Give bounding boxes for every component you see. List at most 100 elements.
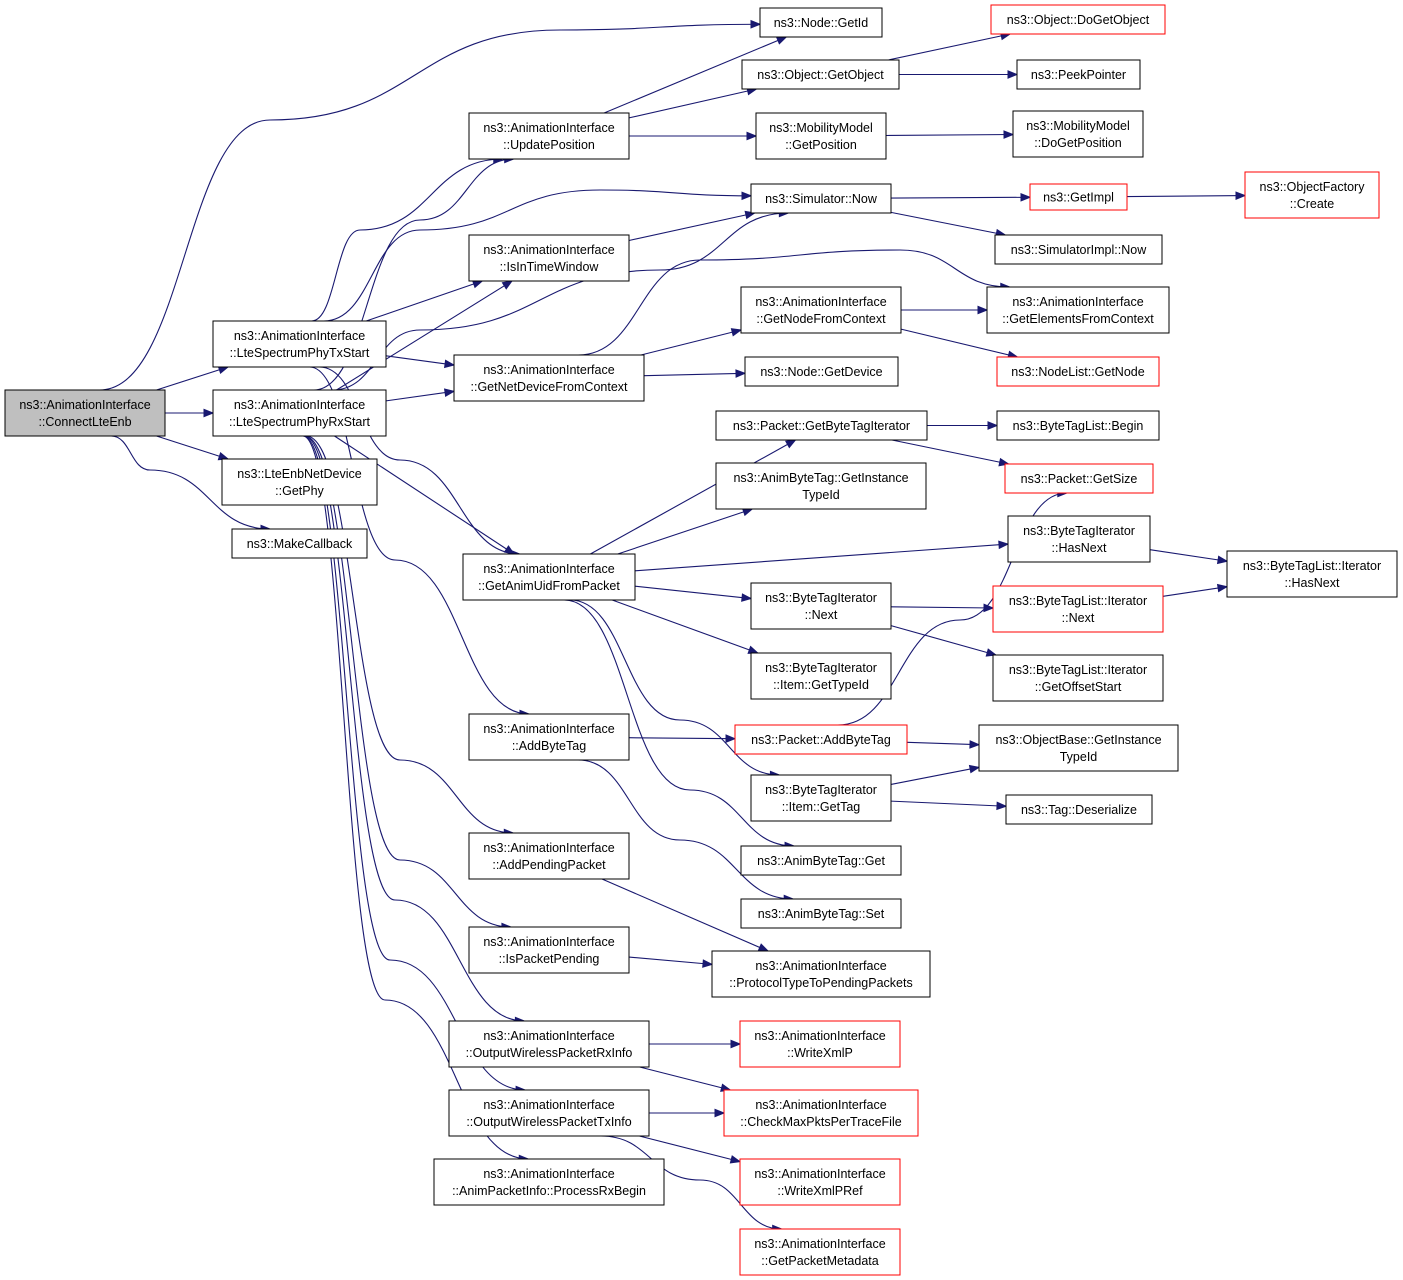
node-protocoltypetopending[interactable]: ns3::AnimationInterface::ProtocolTypeToP…: [711, 950, 931, 998]
node-box: [468, 926, 630, 974]
node-label: ::LteSpectrumPhyTxStart: [230, 346, 370, 360]
node-box: [715, 410, 928, 441]
node-tagdeserialize[interactable]: ns3::Tag::Deserialize: [1005, 794, 1153, 825]
node-nodegetdevice[interactable]: ns3::Node::GetDevice: [744, 356, 899, 387]
node-simulatornow[interactable]: ns3::Simulator::Now: [750, 183, 892, 214]
arrowhead: [977, 305, 989, 315]
node-addpendingpacket[interactable]: ns3::AnimationInterface::AddPendingPacke…: [468, 832, 630, 880]
node-box: [739, 1228, 901, 1276]
edge-getanimuidfrompacket-to-animbytetaggetinstancetypeid: [617, 508, 753, 555]
arrowhead: [747, 645, 760, 654]
node-layer: ns3::AnimationInterface::ConnectLteEnbns…: [4, 4, 1398, 1276]
node-label: ns3::AnimationInterface: [754, 1029, 885, 1043]
node-dogetobject[interactable]: ns3::Object::DoGetObject: [990, 4, 1166, 35]
arrowhead: [503, 545, 516, 555]
edge-itemgettag-to-objectbasegetinstancetypeid: [890, 766, 980, 785]
node-objectgetobject[interactable]: ns3::Object::GetObject: [741, 59, 900, 90]
node-getnodefromcontext[interactable]: ns3::AnimationInterface::GetNodeFromCont…: [740, 286, 902, 334]
node-label: ::GetNetDeviceFromContext: [471, 380, 629, 394]
node-mobilitydogetposition[interactable]: ns3::MobilityModel::DoGetPosition: [1012, 110, 1144, 158]
node-label: ::WriteXmlPRef: [777, 1184, 863, 1198]
node-mobilitygetposition[interactable]: ns3::MobilityModel::GetPosition: [755, 112, 887, 160]
node-getoffsetstart[interactable]: ns3::ByteTagList::Iterator::GetOffsetSta…: [992, 654, 1164, 702]
node-label: ::DoGetPosition: [1034, 136, 1122, 150]
node-label: ::Next: [1062, 611, 1095, 625]
arrowhead: [725, 734, 737, 743]
edge-connectlteenb-to-txstart: [156, 366, 229, 391]
node-label: ::GetOffsetStart: [1035, 680, 1122, 694]
node-bytetaglistbegin[interactable]: ns3::ByteTagList::Begin: [996, 410, 1160, 441]
node-box: [992, 654, 1164, 702]
node-box: [994, 234, 1163, 265]
node-updateposition[interactable]: ns3::AnimationInterface::UpdatePosition: [468, 112, 630, 160]
node-writexmlpref[interactable]: ns3::AnimationInterface::WriteXmlPRef: [739, 1158, 901, 1206]
node-box: [231, 528, 368, 559]
node-box: [1029, 183, 1128, 211]
arrowhead: [1216, 583, 1229, 593]
node-ispacketpending[interactable]: ns3::AnimationInterface::IsPacketPending: [468, 926, 630, 974]
node-objectfactorycreate[interactable]: ns3::ObjectFactory::Create: [1244, 171, 1380, 219]
node-label: ::GetPhy: [275, 484, 324, 498]
node-label: ns3::ByteTagIterator: [765, 783, 877, 797]
node-label: ns3::ByteTagIterator: [1023, 524, 1135, 538]
node-nodegetid[interactable]: ns3::Node::GetId: [759, 7, 883, 38]
node-isintimewindow[interactable]: ns3::AnimationInterface::IsInTimeWindow: [468, 234, 630, 282]
node-label: ::GetPosition: [785, 138, 857, 152]
node-txstart[interactable]: ns3::AnimationInterface::LteSpectrumPhyT…: [212, 320, 387, 368]
node-bytetaglistiteratornext[interactable]: ns3::ByteTagList::Iterator::Next: [992, 585, 1164, 633]
node-getphy[interactable]: ns3::LteEnbNetDevice::GetPhy: [221, 458, 378, 506]
node-connectlteenb[interactable]: ns3::AnimationInterface::ConnectLteEnb: [4, 389, 166, 437]
node-animbytetagget[interactable]: ns3::AnimByteTag::Get: [740, 845, 902, 876]
node-box: [212, 389, 387, 437]
edge-addpendingpacket-to-protocoltypetopending: [601, 878, 769, 952]
edge-addbytetag-to-animbytetagset: [578, 759, 794, 900]
node-label: ::Next: [805, 608, 838, 622]
node-label: ns3::ByteTagIterator: [765, 591, 877, 605]
edge-getanimuidfrompacket-to-animbytetagget: [564, 599, 795, 847]
node-label: ns3::NodeList::GetNode: [1011, 365, 1144, 379]
node-getpacketmetadata[interactable]: ns3::AnimationInterface::GetPacketMetada…: [739, 1228, 901, 1276]
edge-bytetagiteratornext-to-getoffsetstart: [890, 625, 997, 656]
edge-bytetagiteratorhasnext-to-bytetaglistiteratorhasnext: [1149, 549, 1228, 562]
node-simulatorimplnow[interactable]: ns3::SimulatorImpl::Now: [994, 234, 1163, 265]
node-processrxbegin[interactable]: ns3::AnimationInterface::AnimPacketInfo:…: [433, 1158, 665, 1206]
node-itemgettypeid[interactable]: ns3::ByteTagIterator::Item::GetTypeId: [750, 652, 892, 700]
arrowhead: [996, 801, 1008, 811]
node-rxstart[interactable]: ns3::AnimationInterface::LteSpectrumPhyR…: [212, 389, 387, 437]
node-animbytetagset[interactable]: ns3::AnimByteTag::Set: [740, 898, 902, 929]
node-getimpl[interactable]: ns3::GetImpl: [1029, 183, 1128, 211]
edge-bytetagiteratornext-to-bytetaglistiteratornext: [890, 606, 994, 609]
node-getanimuidfrompacket[interactable]: ns3::AnimationInterface::GetAnimUidFromP…: [462, 553, 636, 601]
node-bytetagiteratorhasnext[interactable]: ns3::ByteTagIterator::HasNext: [1007, 515, 1151, 563]
arrowhead: [987, 421, 999, 430]
node-label: ::AddByteTag: [512, 739, 586, 753]
node-label: ns3::ByteTagList::Iterator: [1009, 594, 1147, 608]
node-checkmaxpkts[interactable]: ns3::AnimationInterface::CheckMaxPktsPer…: [723, 1089, 919, 1137]
node-nodelistgetnode[interactable]: ns3::NodeList::GetNode: [996, 356, 1160, 387]
node-label: ns3::AnimationInterface: [1012, 295, 1143, 309]
node-bytetaglistiteratorhasnext[interactable]: ns3::ByteTagList::Iterator::HasNext: [1226, 550, 1398, 598]
node-writexmlp[interactable]: ns3::AnimationInterface::WriteXmlP: [739, 1020, 901, 1068]
node-box: [739, 1158, 901, 1206]
node-addbytetag[interactable]: ns3::AnimationInterface::AddByteTag: [468, 713, 630, 761]
node-box: [755, 112, 887, 160]
node-label: ns3::AnimationInterface: [755, 1098, 886, 1112]
node-peekpointer[interactable]: ns3::PeekPointer: [1016, 59, 1141, 90]
node-box: [1005, 794, 1153, 825]
node-getnetdevicefromcontext[interactable]: ns3::AnimationInterface::GetNetDeviceFro…: [453, 354, 645, 402]
node-outputrxinfo[interactable]: ns3::AnimationInterface::OutputWirelessP…: [448, 1020, 650, 1068]
node-getelementsfromcontext[interactable]: ns3::AnimationInterface::GetElementsFrom…: [986, 286, 1170, 334]
node-makecallback[interactable]: ns3::MakeCallback: [231, 528, 368, 559]
node-label: ns3::AnimationInterface: [483, 841, 614, 855]
node-label: ns3::AnimationInterface: [483, 363, 614, 377]
node-itemgettag[interactable]: ns3::ByteTagIterator::Item::GetTag: [750, 774, 892, 822]
node-packetaddbytetag[interactable]: ns3::Packet::AddByteTag: [734, 724, 908, 755]
node-bytetagiteratornext[interactable]: ns3::ByteTagIterator::Next: [750, 582, 892, 630]
node-outputtxinfo[interactable]: ns3::AnimationInterface::OutputWirelessP…: [448, 1089, 650, 1137]
node-packetgetbytetagiterator[interactable]: ns3::Packet::GetByteTagIterator: [715, 410, 928, 441]
edge-getanimuidfrompacket-to-itemgettypeid: [612, 599, 758, 654]
node-label: ::GetAnimUidFromPacket: [478, 579, 620, 593]
node-packetgetsize[interactable]: ns3::Packet::GetSize: [1004, 463, 1154, 494]
